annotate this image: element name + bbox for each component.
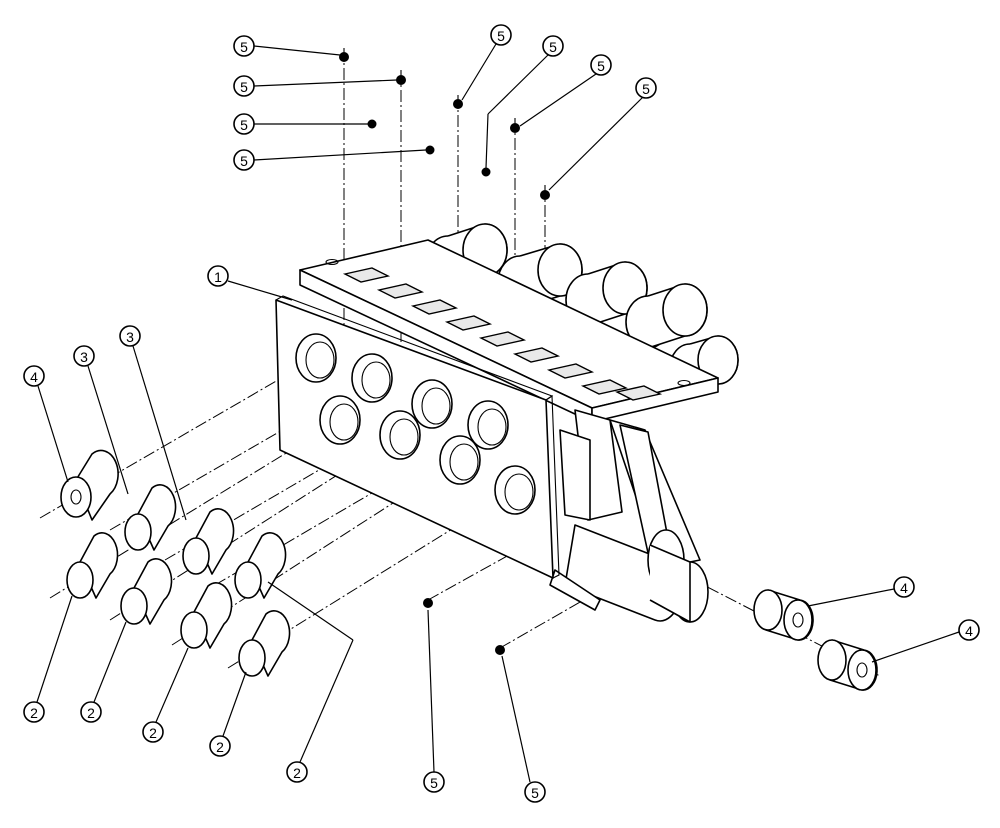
screw [540, 185, 550, 200]
callout-balloon: 5 [490, 24, 512, 46]
svg-text:5: 5 [240, 117, 248, 133]
callout-balloon: 3 [73, 345, 95, 367]
svg-text:5: 5 [240, 79, 248, 95]
svg-text:2: 2 [293, 765, 301, 781]
svg-text:5: 5 [240, 39, 248, 55]
screw [367, 119, 377, 129]
sleeve-2 [238, 610, 291, 677]
nut [495, 645, 505, 655]
screw [510, 118, 520, 133]
callout-balloon: 5 [590, 54, 612, 76]
callout-balloon: 5 [233, 35, 255, 57]
leader-lines [36, 43, 960, 783]
sleeve-3 [124, 484, 177, 551]
sleeve-2 [180, 582, 233, 649]
sleeve-3 [182, 508, 235, 575]
callout-balloon: 5 [233, 113, 255, 135]
callout-balloon: 2 [209, 735, 231, 757]
callout-balloon: 4 [958, 619, 980, 641]
screw [481, 167, 491, 177]
svg-text:5: 5 [531, 785, 539, 801]
support-legs [549, 409, 709, 623]
sleeve-2 [234, 532, 287, 599]
svg-text:5: 5 [497, 28, 505, 44]
screw [453, 95, 463, 109]
callout-balloon: 5 [233, 149, 255, 171]
nut [423, 598, 433, 608]
svg-text:5: 5 [597, 58, 605, 74]
svg-text:5: 5 [430, 775, 438, 791]
svg-text:2: 2 [30, 705, 38, 721]
callout-balloon: 5 [233, 75, 255, 97]
sleeve-2 [120, 558, 173, 625]
callout-balloon: 2 [286, 761, 308, 783]
svg-text:4: 4 [30, 369, 38, 385]
svg-text:4: 4 [965, 623, 973, 639]
spacers [60, 449, 878, 691]
callout-balloon: 3 [119, 325, 141, 347]
screw [396, 70, 406, 85]
callout-balloon: 5 [635, 77, 657, 99]
screw [425, 145, 435, 155]
svg-text:5: 5 [549, 39, 557, 55]
channel-slots [325, 258, 691, 401]
top-bracket-channel [299, 223, 739, 423]
callout-balloon: 5 [542, 35, 564, 57]
svg-text:1: 1 [214, 269, 222, 285]
callout-balloon: 2 [23, 701, 45, 723]
callout-balloon: 2 [142, 721, 164, 743]
callout-balloon: 5 [524, 781, 546, 803]
svg-text:5: 5 [240, 153, 248, 169]
sleeves [66, 484, 291, 677]
plate-holes [295, 333, 536, 515]
spacer-4 [60, 449, 119, 521]
svg-text:2: 2 [149, 725, 157, 741]
callout-balloon: 1 [207, 265, 229, 287]
svg-text:4: 4 [900, 580, 908, 596]
svg-text:3: 3 [80, 349, 88, 365]
svg-text:3: 3 [126, 329, 134, 345]
spacer-4 [817, 639, 878, 691]
svg-text:2: 2 [216, 739, 224, 755]
callout-balloons: 1 4 3 3 2 2 2 2 2 5 5 5 5 5 5 5 5 5 5 4 … [23, 24, 980, 803]
screw [339, 48, 349, 62]
svg-text:2: 2 [87, 705, 95, 721]
front-plate [275, 295, 560, 579]
callout-balloon: 4 [23, 365, 45, 387]
callout-balloon: 5 [423, 771, 445, 793]
callout-balloon: 4 [893, 576, 915, 598]
sleeve-2 [66, 532, 119, 599]
callout-balloon: 2 [80, 701, 102, 723]
spacer-4 [753, 589, 814, 641]
svg-text:5: 5 [642, 81, 650, 97]
